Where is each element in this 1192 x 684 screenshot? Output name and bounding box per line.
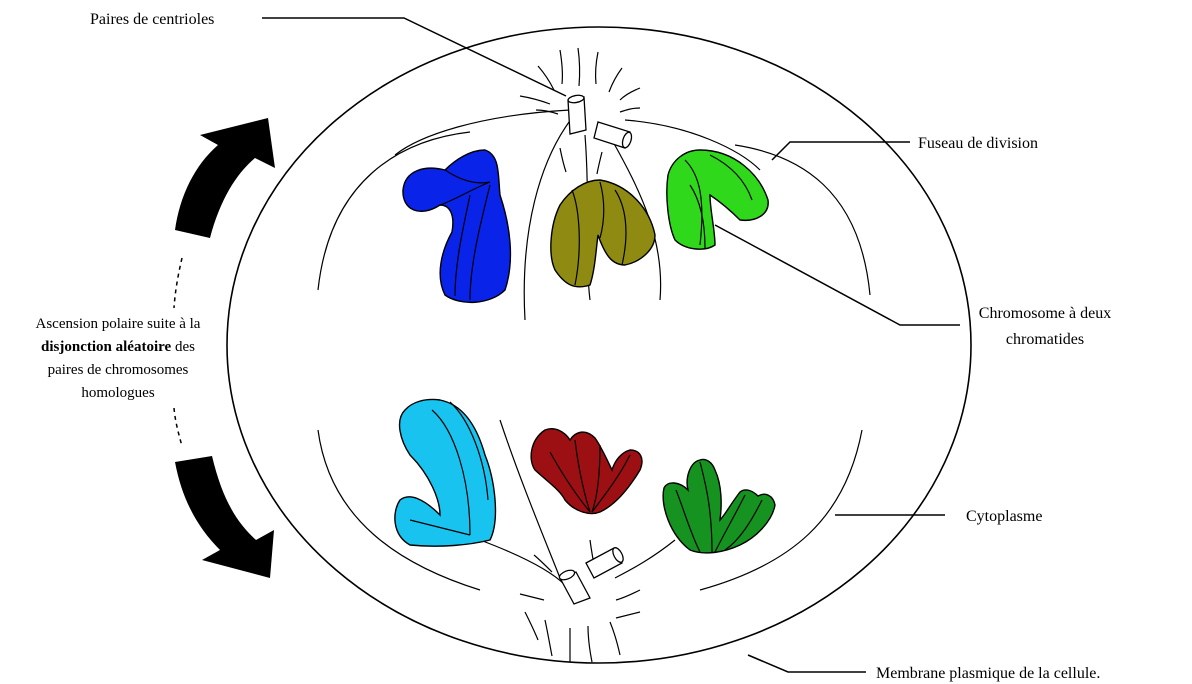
arrow-dashed-connector-bottom: [173, 407, 183, 447]
chromosome-top-right: [666, 149, 769, 250]
leader-centrioles: [262, 17, 567, 97]
ascension-caption: Ascension polaire suite à la disjonction…: [36, 316, 201, 401]
spindle-outline-left-bottom: [317, 429, 481, 591]
label-cytoplasme: Cytoplasme: [966, 508, 1042, 525]
label-chromosome-line1: Chromosome à deux: [979, 305, 1111, 322]
cell-membrane: [226, 26, 972, 664]
ascension-line1: Ascension polaire suite à la: [36, 316, 201, 332]
ascension-line4: homologues: [81, 385, 154, 401]
ascension-line2: disjonction aléatoire des: [41, 339, 195, 355]
label-fuseau: Fuseau de division: [918, 135, 1038, 152]
leader-membrane: [747, 654, 866, 673]
centriole-pair-bottom: [558, 547, 624, 605]
leader-chromosome: [714, 224, 960, 326]
arrow-down-icon: [175, 456, 274, 578]
chromosome-top-left: [402, 149, 512, 304]
arrow-dashed-connector-top: [173, 257, 183, 309]
spindle-outline-right: [734, 144, 871, 296]
label-chromosome-line2: chromatides: [1006, 331, 1084, 348]
centriole-pair-top: [567, 94, 633, 149]
chromosome-bottom-right: [662, 458, 776, 554]
spindle-outline-left: [317, 131, 471, 291]
chromosome-bottom-middle: [530, 428, 643, 515]
ascension-line2-rest: des: [171, 339, 195, 355]
chromosome-bottom-left: [394, 398, 497, 547]
label-centrioles: Paires de centrioles: [90, 11, 214, 28]
ascension-line3: paires de chromosomes: [48, 362, 189, 378]
ascension-line2-bold: disjonction aléatoire: [41, 339, 171, 355]
leader-fuseau: [771, 141, 910, 161]
arrow-up-icon: [175, 118, 275, 238]
spindle-fibers-top: [394, 47, 761, 321]
chromosome-top-middle: [550, 179, 656, 288]
spindle-outline-right-bottom: [699, 429, 863, 591]
label-membrane: Membrane plasmique de la cellule.: [876, 665, 1100, 682]
